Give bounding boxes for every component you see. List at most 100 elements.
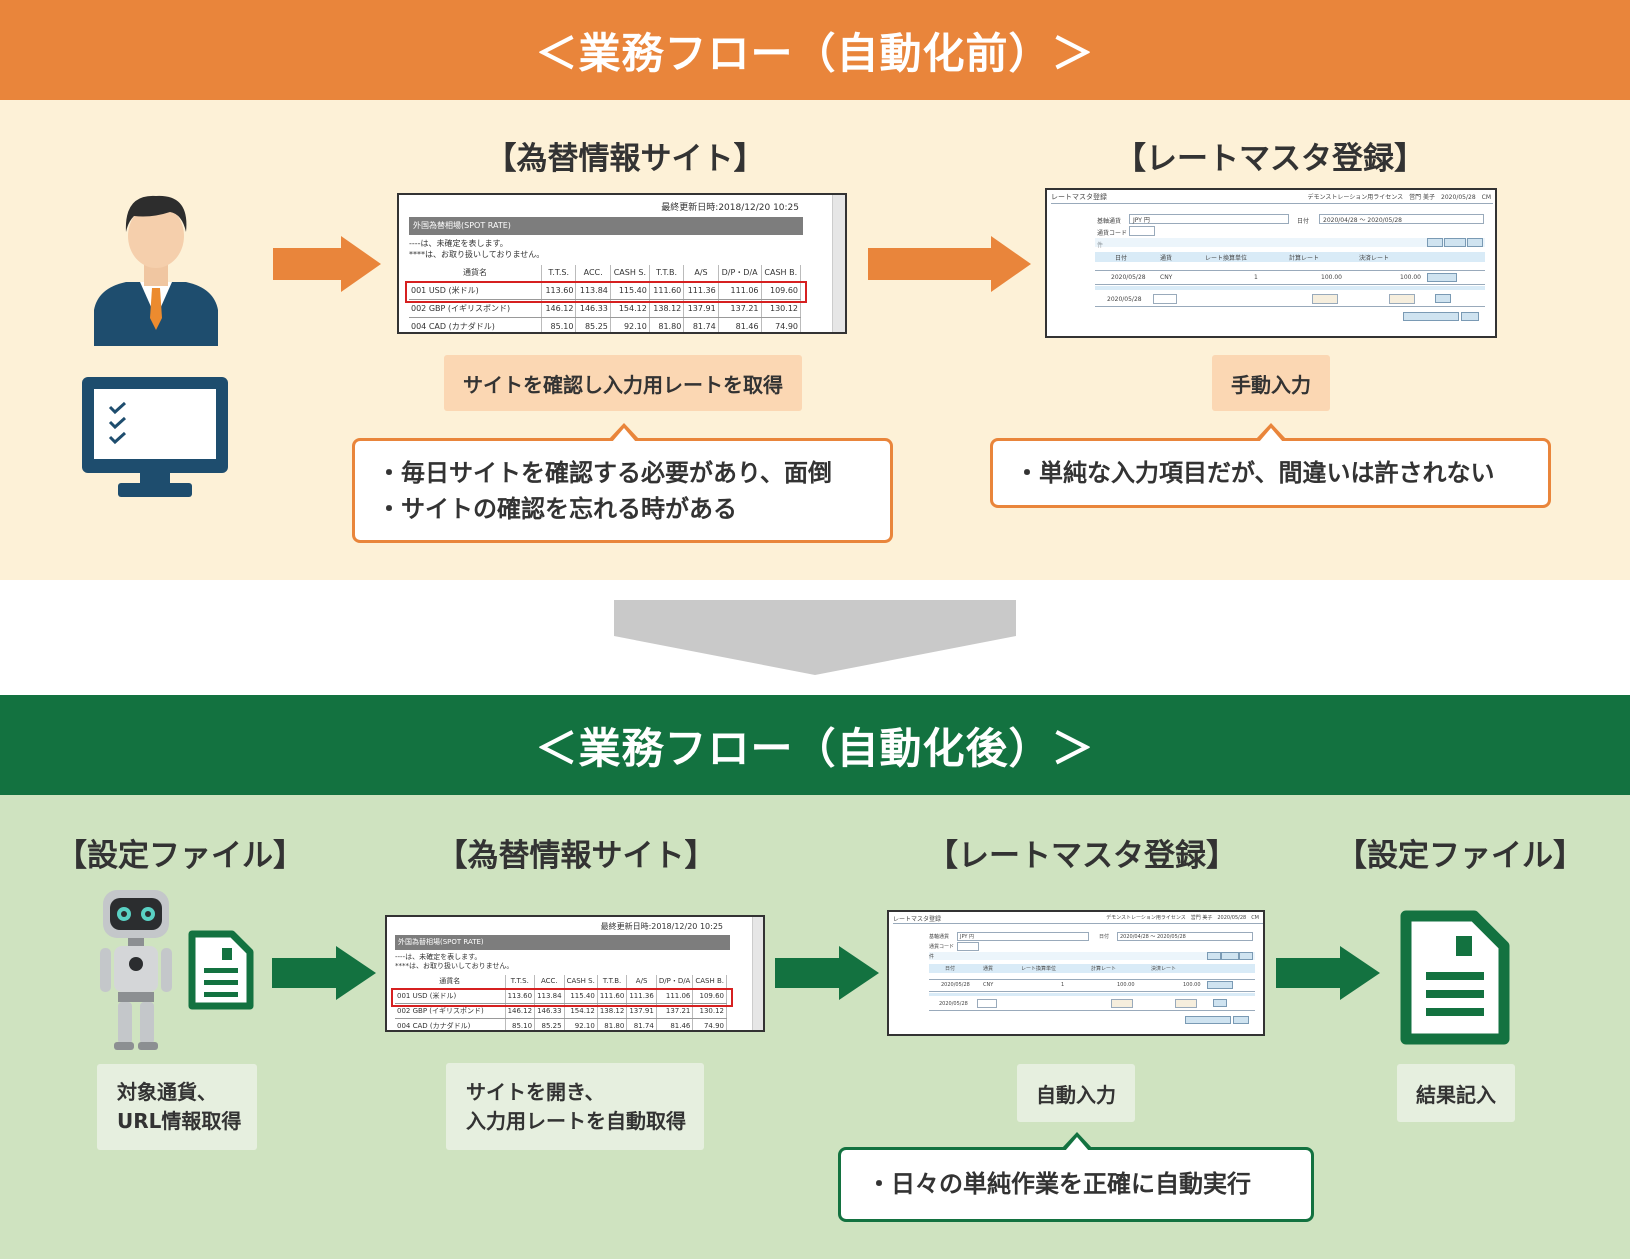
table-cell: 113.84 xyxy=(534,988,565,1004)
transition-arrow xyxy=(614,600,1016,675)
site-table-title-text: 外国為替相場(SPOT RATE) xyxy=(398,938,484,946)
after-settings-in-heading: 【設定ファイル】 xyxy=(56,838,304,874)
rm-new-date: 2020/05/28 xyxy=(939,1001,968,1007)
after-arrow-1 xyxy=(272,946,376,1000)
rm-currency-value: JPY 円 xyxy=(1133,217,1150,224)
table-cell: 81.74 xyxy=(626,1018,657,1030)
rm-currency-field: JPY 円 xyxy=(957,932,1089,941)
table-header-row: 通貨名 T.T.S. ACC. CASH S. T.T.B. A/S D/P・D… xyxy=(409,265,802,282)
bubble-tip-inner xyxy=(1065,1137,1089,1151)
table-cell: 111.06 xyxy=(656,988,694,1004)
column-header: ACC. xyxy=(534,975,565,989)
rate-master-header-info: デモンストレーション用ライセンス 営門 美子 2020/05/28 CM xyxy=(1307,194,1492,201)
site-note-1: ----は、未確定を表します。 xyxy=(395,953,482,961)
rm-cell: 2020/05/28 xyxy=(1111,274,1146,281)
table-header-row: 通貨名 T.T.S. ACC. CASH S. T.T.B. A/S D/P・D… xyxy=(395,975,727,989)
rm-col-header: 計算レート xyxy=(1091,966,1117,972)
rm-cell: 100.00 xyxy=(1400,274,1421,281)
rm-button xyxy=(1207,952,1221,960)
rate-master-header-info: デモンストレーション用ライセンス 営門 美子 2020/05/28 CM xyxy=(1106,915,1259,921)
table-cell: 85.10 xyxy=(541,317,577,332)
table-cell: 004 CAD (カナダドル) xyxy=(395,1018,506,1030)
rm-cell: 1 xyxy=(1254,274,1258,281)
table-cell: 001 USD (米ドル) xyxy=(409,281,542,300)
rm-date-range: 2020/04/28 ～ 2020/05/28 xyxy=(1120,934,1186,940)
after-site-heading: 【為替情報サイト】 xyxy=(436,838,716,874)
rate-master-title: レートマスタ登録 xyxy=(1051,193,1107,201)
rm-subheader xyxy=(1095,286,1485,290)
table-cell: 109.60 xyxy=(692,988,727,1004)
rm-label-base: 基軸通貨 xyxy=(929,934,950,940)
column-header: T.T.S. xyxy=(541,265,577,282)
site-updated-time: 最終更新日時:2018/12/20 10:25 xyxy=(661,203,799,213)
table-cell: 137.21 xyxy=(718,299,762,318)
site-table-title-text: 外国為替相場(SPOT RATE) xyxy=(413,221,511,230)
rm-row-line xyxy=(1095,306,1485,307)
bubble-tip-inner xyxy=(1259,428,1283,442)
rm-cell: 1 xyxy=(1061,982,1065,988)
table-cell: 113.84 xyxy=(575,281,611,300)
rm-date-range: 2020/04/28 ～ 2020/05/28 xyxy=(1323,217,1402,224)
column-header: T.T.B. xyxy=(597,975,628,989)
rm-button xyxy=(1444,238,1466,247)
table-cell: 004 CAD (カナダドル) xyxy=(409,317,542,332)
table-cell: 92.10 xyxy=(610,317,650,332)
tag-line: 対象通貨、 xyxy=(117,1080,217,1104)
rm-row-line xyxy=(929,1010,1255,1011)
rm-button xyxy=(1403,312,1459,321)
table-row: 004 CAD (カナダドル) 85.10 85.25 92.10 81.80 … xyxy=(395,1018,727,1030)
after-site-tag: サイトを開き、 入力用レートを自動取得 xyxy=(446,1063,704,1150)
rm-currency-value: JPY 円 xyxy=(960,934,975,940)
table-cell: 81.80 xyxy=(649,317,685,332)
rm-filter-band xyxy=(929,952,1255,960)
rm-date-label: 日付 xyxy=(1297,218,1310,225)
rm-row-line xyxy=(1095,270,1485,271)
table-cell: 146.33 xyxy=(575,299,611,318)
column-header: CASH B. xyxy=(761,265,802,282)
table-cell: 115.40 xyxy=(564,988,598,1004)
rate-master-screenshot-auto: レートマスタ登録 デモンストレーション用ライセンス 営門 美子 2020/05/… xyxy=(887,910,1265,1036)
table-cell: 85.10 xyxy=(505,1018,536,1030)
rm-col-header: 日付 xyxy=(945,966,956,972)
exchange-site-screenshot-auto: 最終更新日時:2018/12/20 10:25 外国為替相場(SPOT RATE… xyxy=(385,915,765,1032)
table-cell: 146.12 xyxy=(541,299,577,318)
rm-new-field xyxy=(1111,999,1133,1008)
monitor-checklist-icon xyxy=(82,377,228,497)
column-header: 通貨名 xyxy=(395,975,506,989)
before-arrow-1 xyxy=(273,236,381,292)
after-settings-out-tag: 結果記入 xyxy=(1397,1064,1515,1122)
before-site-tag: サイトを確認し入力用レートを取得 xyxy=(444,355,802,411)
rm-divider xyxy=(893,923,1263,924)
before-arrow-2 xyxy=(868,236,1031,292)
rm-cell: 100.00 xyxy=(1117,982,1135,988)
exchange-site-screenshot: 最終更新日時:2018/12/20 10:25 外国為替相場(SPOT RATE… xyxy=(397,193,847,334)
table-cell: 92.10 xyxy=(564,1018,598,1030)
site-table-title: 外国為替相場(SPOT RATE) xyxy=(395,935,730,950)
rm-button xyxy=(1461,312,1479,321)
column-header: T.T.B. xyxy=(649,265,685,282)
before-site-bubble: ・毎日サイトを確認する必要があり、面倒 ・サイトの確認を忘れる時がある xyxy=(352,438,893,543)
rm-new-field xyxy=(1175,999,1197,1008)
table-cell: 74.90 xyxy=(761,317,802,332)
usd-row-highlight xyxy=(405,281,807,303)
rm-new-date: 2020/05/28 xyxy=(1107,296,1142,303)
rm-button xyxy=(1427,273,1457,282)
rm-cell: CNY xyxy=(1160,274,1173,281)
tag-line: サイトを開き、 xyxy=(466,1079,605,1104)
site-note-1: ----は、未確定を表します。 xyxy=(409,239,508,248)
before-master-bubble: ・単純な入力項目だが、間違いは許されない xyxy=(990,438,1551,508)
after-title-bar: ＜業務フロー（自動化後）＞ xyxy=(0,695,1630,795)
rm-table-header xyxy=(929,964,1255,973)
before-title: ＜業務フロー（自動化前）＞ xyxy=(535,28,1095,78)
table-row: 001 USD (米ドル) 113.60 113.84 115.40 111.6… xyxy=(409,281,802,300)
rm-code-select xyxy=(957,942,979,951)
bubble-line: ・単純な入力項目だが、間違いは許されない xyxy=(1015,459,1495,487)
tag-line: URL情報取得 xyxy=(117,1109,242,1133)
rm-col-header: 通貨 xyxy=(1160,255,1173,262)
rm-label-code: 通貨コード xyxy=(929,944,955,950)
after-master-heading: 【レートマスタ登録】 xyxy=(927,838,1237,874)
rm-label-base: 基軸通貨 xyxy=(1097,218,1122,225)
after-panel xyxy=(0,795,1630,1259)
table-cell: 109.60 xyxy=(761,281,802,300)
rm-label-code: 通貨コード xyxy=(1097,230,1128,237)
